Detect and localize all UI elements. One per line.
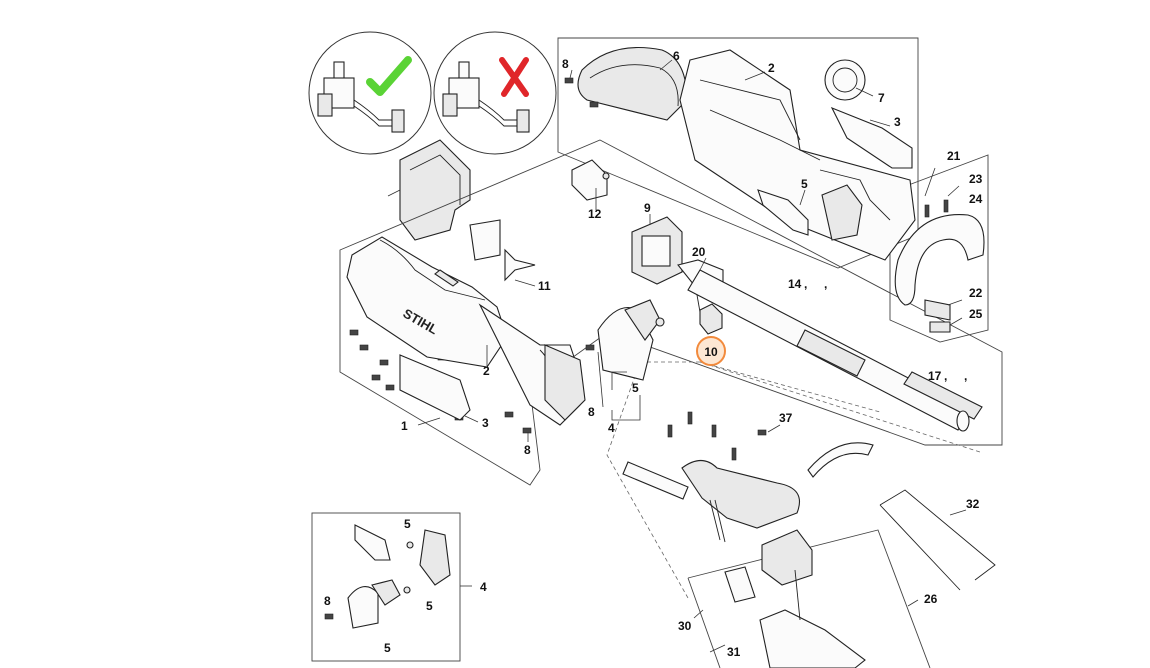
- callout-26: 26: [924, 592, 938, 606]
- shaft-14-part: [687, 269, 983, 432]
- callout-9: 9: [644, 201, 651, 215]
- callout-8: 8: [562, 57, 569, 71]
- loop-handle-21-part: [894, 214, 985, 333]
- check-icon: [366, 56, 412, 96]
- cross-icon: [499, 57, 529, 97]
- detail-4-frame: [311, 512, 461, 662]
- correct-connector-inset: [308, 31, 432, 155]
- switch-10-part: [696, 294, 723, 335]
- callout-24: 24: [969, 192, 983, 206]
- callout-5-detail-a: 5: [404, 517, 411, 531]
- callout-8-bottom: 8: [524, 443, 531, 457]
- callout-6: 6: [673, 49, 680, 63]
- svg-text:,: ,: [944, 369, 947, 383]
- callout-12: 12: [588, 207, 602, 221]
- svg-text:,: ,: [964, 369, 967, 383]
- callout-8-lower: 8: [588, 405, 595, 419]
- callout-23: 23: [969, 172, 983, 186]
- callout-8-detail: 8: [324, 594, 331, 608]
- callout-4: 4: [608, 421, 615, 435]
- callout-2: 2: [768, 61, 775, 75]
- loop-handle-frame: [889, 154, 989, 343]
- callout-20: 20: [692, 245, 706, 259]
- callout-1: 1: [401, 419, 408, 433]
- holder-12-part: [571, 159, 610, 201]
- callout-5-detail-c: 5: [384, 641, 391, 655]
- wrong-connector-inset: [433, 31, 557, 155]
- callout-10: 10: [704, 345, 718, 359]
- callout-14: 14: [788, 277, 802, 291]
- lower-handle-frame: [687, 529, 931, 668]
- callout-7: 7: [878, 91, 885, 105]
- callout-21: 21: [947, 149, 961, 163]
- callout-5: 5: [801, 177, 808, 191]
- control-module-9-part: [631, 216, 683, 285]
- callout-25: 25: [969, 307, 983, 321]
- ring-7-part: [824, 59, 866, 101]
- svg-text:,: ,: [824, 277, 827, 291]
- motor-housing-1-part: STIHL: [346, 236, 586, 426]
- callout-4-detail: 4: [480, 580, 487, 594]
- callout-2-lower: 2: [483, 364, 490, 378]
- callout-17: 17: [928, 369, 942, 383]
- contacts-11-part: [469, 219, 536, 282]
- callout-37: 37: [779, 411, 793, 425]
- svg-text:,: ,: [804, 277, 807, 291]
- lower-assembly-31-part: [759, 569, 866, 668]
- switch-5-part: [757, 184, 863, 241]
- callout-labels: 8 6 2 7 3 5 12 9 11 20 14 , , 21 23 24 2…: [324, 49, 983, 659]
- grip-37-part: [807, 442, 874, 478]
- callout-5-detail-b: 5: [426, 599, 433, 613]
- switch-detail-4-part: [597, 299, 665, 381]
- switch-cover-part: [387, 139, 471, 241]
- trigger-lever-3-part: [830, 106, 913, 169]
- callout-3: 3: [894, 115, 901, 129]
- lower-shaft-part: [622, 459, 801, 543]
- guard-wire-32-part: [879, 489, 996, 591]
- detail-4-parts: [347, 524, 451, 629]
- callout-10-highlight: 10: [696, 336, 726, 366]
- cover-6-part: [577, 47, 688, 121]
- trigger-lever-3-lower-part: [399, 354, 471, 421]
- callout-30: 30: [678, 619, 692, 633]
- screws: [324, 77, 949, 620]
- callout-5-lower: 5: [632, 381, 639, 395]
- switch-housing-30-part: [724, 529, 813, 603]
- callout-3-lower: 3: [482, 416, 489, 430]
- callout-11: 11: [538, 279, 551, 293]
- callout-32: 32: [966, 497, 980, 511]
- callout-31: 31: [727, 645, 741, 659]
- leader-lines: [417, 59, 967, 653]
- callout-22: 22: [969, 286, 983, 300]
